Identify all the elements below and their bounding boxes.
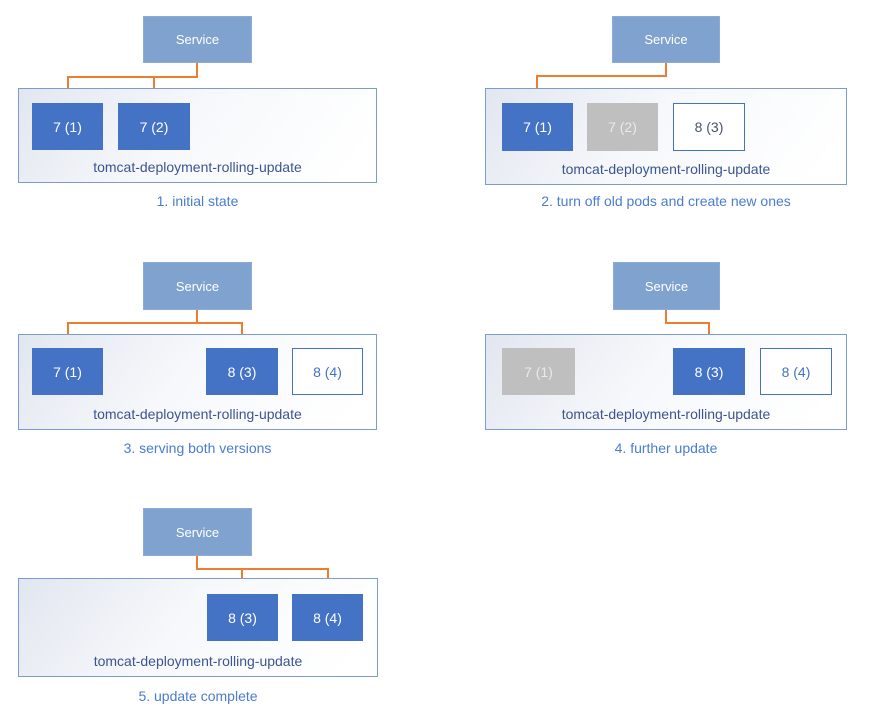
stage-caption: 1. initial state: [156, 193, 239, 209]
pod-7-1: 7 (1): [32, 103, 103, 150]
service-node: Service: [143, 508, 252, 556]
connector-line: [153, 76, 155, 93]
pod-8-3: 8 (3): [207, 594, 278, 641]
connector-line: [665, 63, 667, 77]
deployment-box: tomcat-deployment-rolling-update: [18, 578, 378, 677]
deployment-label: tomcat-deployment-rolling-update: [93, 653, 303, 669]
connector-line: [67, 76, 69, 93]
pod-8-4: 8 (4): [760, 348, 832, 395]
connector-line: [241, 322, 243, 339]
stage-caption: 2. turn off old pods and create new ones: [541, 193, 791, 209]
service-node: Service: [143, 262, 252, 310]
stage-caption: 5. update complete: [138, 688, 258, 704]
deployment-label: tomcat-deployment-rolling-update: [93, 159, 302, 175]
stage-caption: 4. further update: [614, 440, 718, 456]
connector-line: [536, 75, 667, 77]
connector-line: [708, 322, 710, 339]
connector-line: [196, 63, 198, 78]
connector-line: [665, 322, 710, 324]
connector-line: [241, 568, 243, 585]
connector-line: [196, 310, 198, 324]
connector-line: [536, 75, 538, 93]
pod-8-4: 8 (4): [292, 594, 363, 641]
pod-7-2: 7 (2): [118, 103, 190, 150]
pod-8-3: 8 (3): [673, 348, 745, 395]
connector-line: [196, 568, 329, 570]
deployment-label: tomcat-deployment-rolling-update: [561, 406, 771, 422]
pod-8-3: 8 (3): [206, 348, 278, 395]
stage-caption: 3. serving both versions: [123, 440, 272, 456]
pod-8-3: 8 (3): [673, 103, 745, 151]
pod-7-1: 7 (1): [502, 103, 573, 151]
connector-line: [665, 310, 667, 324]
pod-7-1: 7 (1): [32, 348, 103, 395]
pod-8-4: 8 (4): [292, 348, 363, 395]
service-node: Service: [613, 262, 720, 310]
connector-line: [196, 556, 198, 570]
service-node: Service: [143, 16, 252, 63]
connector-line: [67, 322, 69, 339]
deployment-label: tomcat-deployment-rolling-update: [93, 406, 302, 422]
connector-line: [67, 76, 198, 78]
connector-line: [67, 322, 243, 324]
service-node: Service: [612, 16, 720, 63]
connector-line: [327, 568, 329, 585]
pod-7-2: 7 (2): [587, 103, 658, 151]
pod-7-1: 7 (1): [502, 348, 575, 395]
deployment-label: tomcat-deployment-rolling-update: [561, 161, 771, 177]
